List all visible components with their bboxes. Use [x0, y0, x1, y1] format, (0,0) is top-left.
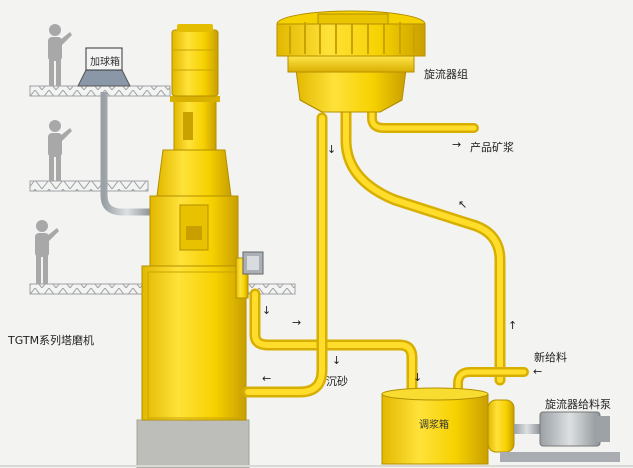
tower-mill-label: TGTM系列塔磨机 [8, 334, 95, 347]
cyclone-group [276, 10, 426, 113]
flow-arrow-left-sand: ← [262, 372, 272, 385]
cyclone-feed-pump-label: 旋流器给料泵 [545, 398, 611, 411]
flow-arrow-down-overflow: ↓ [262, 304, 272, 317]
flow-arrow-up-feed: ↑ [508, 319, 518, 332]
operator-figure-middle [48, 120, 72, 181]
flow-arrow-right-overflow: → [292, 316, 302, 329]
ball-box [77, 47, 131, 87]
sand-label: 沉砂 [326, 375, 348, 388]
operator-figure-bottom [35, 220, 59, 284]
product-slurry-label: 产品矿浆 [470, 141, 514, 154]
flow-arrow-upleft-feed: ↖ [458, 198, 468, 211]
platform-top [29, 85, 171, 97]
flow-arrow-right-product: → [452, 138, 462, 151]
pipe-network [242, 95, 529, 401]
platform-middle [29, 180, 149, 192]
mixing-tank-label: 调浆箱 [419, 420, 449, 431]
mill-overflow-valve [242, 251, 264, 275]
cyclone-feed-pump [487, 399, 620, 462]
cyclone-group-label: 旋流器组 [424, 68, 468, 81]
ball-chute [100, 92, 150, 216]
new-feed-label: 新给料 [534, 351, 567, 364]
operator-figure-top [48, 24, 72, 86]
ball-box-label: 加球箱 [90, 57, 120, 68]
flow-arrow-down-tank: ↓ [413, 371, 423, 384]
tower-mill [136, 24, 250, 468]
flow-arrow-down-sand: ↓ [332, 354, 342, 367]
mill-foundation [136, 419, 250, 468]
flow-arrow-down-underflow: ↓ [327, 143, 337, 156]
mixing-tank [381, 387, 489, 465]
flow-arrow-left-newfeed: ← [533, 365, 543, 378]
